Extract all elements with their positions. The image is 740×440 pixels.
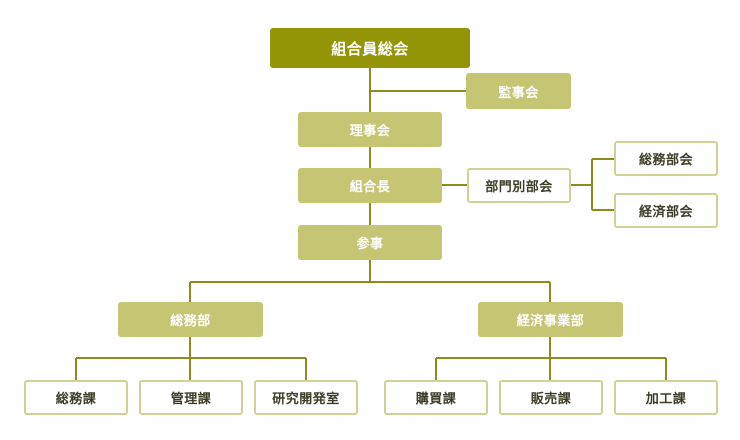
general-assembly-box: 組合員総会 <box>270 28 470 68</box>
counselor-box: 参事 <box>298 225 442 260</box>
management-section-box: 管理課 <box>139 380 243 415</box>
research-lab-box: 研究開発室 <box>254 380 358 415</box>
audit-committee-box: 監事会 <box>466 73 571 109</box>
general-affairs-committee-box: 総務部会 <box>614 141 718 176</box>
sales-section-box: 販売課 <box>499 380 603 415</box>
general-affairs-dept-box: 総務部 <box>118 302 263 337</box>
economic-dept-box: 経済事業部 <box>478 302 623 337</box>
division-committee-box: 部門別部会 <box>467 168 571 203</box>
president-box: 組合長 <box>298 168 442 203</box>
processing-section-box: 加工課 <box>614 380 718 415</box>
board-box: 理事会 <box>298 112 442 147</box>
economic-committee-box: 経済部会 <box>614 193 718 228</box>
purchasing-section-box: 購買課 <box>384 380 488 415</box>
general-affairs-section-box: 総務課 <box>24 380 128 415</box>
